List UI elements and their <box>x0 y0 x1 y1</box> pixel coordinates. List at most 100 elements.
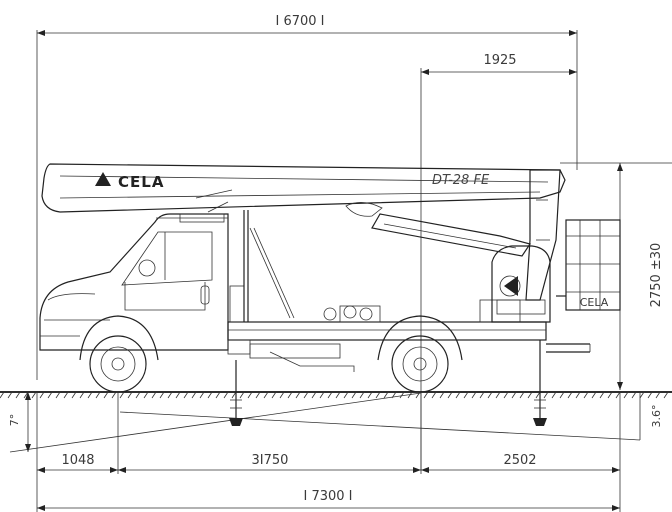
boom: CELA DT-28 FE <box>41 163 566 301</box>
ground-hatch-tick <box>359 391 365 399</box>
ground-hatch-tick <box>231 391 237 399</box>
ground-hatch-tick <box>295 391 301 399</box>
ground-hatch-tick <box>119 391 125 399</box>
ground-hatch-tick <box>79 391 85 399</box>
ground-hatch-tick <box>647 391 653 399</box>
ground-hatch-tick <box>7 391 13 399</box>
ground-hatch-tick <box>135 391 141 399</box>
ground-hatch-tick <box>247 391 253 399</box>
ground-hatch-tick <box>479 391 485 399</box>
ground-hatch-tick <box>183 391 189 399</box>
slope-indicator: 7° 3.6° <box>8 392 663 453</box>
rear-wheel <box>377 315 463 393</box>
bottom-dimension-chain: 1048 3I750 2502 <box>36 392 621 512</box>
ground-hatch-tick <box>191 391 197 399</box>
turret-supports <box>243 210 295 322</box>
ground-hatch-tick <box>575 391 581 399</box>
ground-hatch-tick <box>543 391 549 399</box>
rear-angle-label: 3.6° <box>650 405 663 428</box>
ground-hatch-tick <box>55 391 61 399</box>
ground-hatch-tick <box>303 391 309 399</box>
ground-hatch-tick <box>151 391 157 399</box>
ground-hatch-tick <box>607 391 613 399</box>
ground-hatch-tick <box>559 391 565 399</box>
ground-hatch-tick <box>495 391 501 399</box>
ground-hatch-tick <box>71 391 77 399</box>
truck <box>39 210 591 393</box>
ground-hatch-tick <box>0 391 5 399</box>
ground-hatch-tick <box>631 391 637 399</box>
boom-overhang-dimension: 1925 <box>420 53 577 470</box>
ground-hatch-tick <box>311 391 317 399</box>
ground-hatch-tick <box>239 391 245 399</box>
ground-hatch-tick <box>167 391 173 399</box>
overall-length-top-label: I 6700 I <box>275 14 324 29</box>
ground-hatch-tick <box>471 391 477 399</box>
ground-hatch-tick <box>399 391 405 399</box>
front-angle-label: 7° <box>8 414 21 427</box>
ground-hatch-tick <box>591 391 597 399</box>
ground-hatch-tick <box>127 391 133 399</box>
ground-hatch-tick <box>255 391 261 399</box>
ground-hatch-tick <box>327 391 333 399</box>
ground-hatch-tick <box>663 391 669 399</box>
ground-hatch-tick <box>39 391 45 399</box>
rear-outrigger-pad <box>533 340 547 426</box>
boom-model-label: DT-28 FE <box>432 173 490 188</box>
rear-overhang-label: 2502 <box>503 453 536 468</box>
ground-hatch-tick <box>487 391 493 399</box>
chassis <box>227 285 591 372</box>
ground-hatch-tick <box>279 391 285 399</box>
ground-hatch-tick <box>615 391 621 399</box>
front-outrigger-pad <box>229 360 243 426</box>
wheelbase-label: 3I750 <box>252 453 289 468</box>
ground-hatch-tick <box>95 391 101 399</box>
boom-brand-label: CELA <box>118 173 164 191</box>
ground-hatch-tick <box>287 391 293 399</box>
ground-hatch-tick <box>431 391 437 399</box>
ground-hatch-tick <box>407 391 413 399</box>
ground-hatch-tick <box>463 391 469 399</box>
ground-hatch-tick <box>87 391 93 399</box>
ground-hatch-tick <box>551 391 557 399</box>
ground-hatch-tick <box>263 391 269 399</box>
ground-hatch-tick <box>599 391 605 399</box>
front-overhang-label: 1048 <box>61 453 94 468</box>
ground-hatch-tick <box>111 391 117 399</box>
ground-hatch-tick <box>23 391 29 399</box>
ground-hatch-tick <box>623 391 629 399</box>
ground-hatch-tick <box>511 391 517 399</box>
ground-hatch-tick <box>447 391 453 399</box>
ground-hatch-tick <box>159 391 165 399</box>
overall-length-bottom-dimension: I 7300 I <box>37 489 620 511</box>
truck-cab <box>39 213 229 351</box>
ground-hatch-tick <box>519 391 525 399</box>
ground-hatch-tick <box>639 391 645 399</box>
platform-height-dimension: 2750 ±30 <box>560 162 672 390</box>
ground-hatch-tick <box>567 391 573 399</box>
ground-hatch-tick <box>63 391 69 399</box>
ground-hatch-tick <box>383 391 389 399</box>
ground-hatch-tick <box>223 391 229 399</box>
ground-hatch-tick <box>423 391 429 399</box>
work-basket: CELA <box>556 219 621 311</box>
ground-hatch-tick <box>199 391 205 399</box>
overall-length-bottom-label: I 7300 I <box>303 489 352 504</box>
ground-hatch-tick <box>439 391 445 399</box>
ground-hatch-tick <box>367 391 373 399</box>
ground-hatch-tick <box>335 391 341 399</box>
ground-hatch-tick <box>31 391 37 399</box>
ground-hatch-tick <box>503 391 509 399</box>
ground-hatch-tick <box>143 391 149 399</box>
ground-hatch-tick <box>103 391 109 399</box>
ground-hatch-tick <box>583 391 589 399</box>
overall-length-top-dimension: I 6700 I <box>36 14 578 380</box>
ground-hatch-tick <box>455 391 461 399</box>
ground-hatch-tick <box>655 391 661 399</box>
basket-brand-label: CELA <box>580 296 609 309</box>
ground-hatch-tick <box>47 391 53 399</box>
platform-height-label: 2750 ±30 <box>649 243 664 308</box>
ground-hatch-tick <box>343 391 349 399</box>
boom-overhang-label: 1925 <box>483 53 516 68</box>
